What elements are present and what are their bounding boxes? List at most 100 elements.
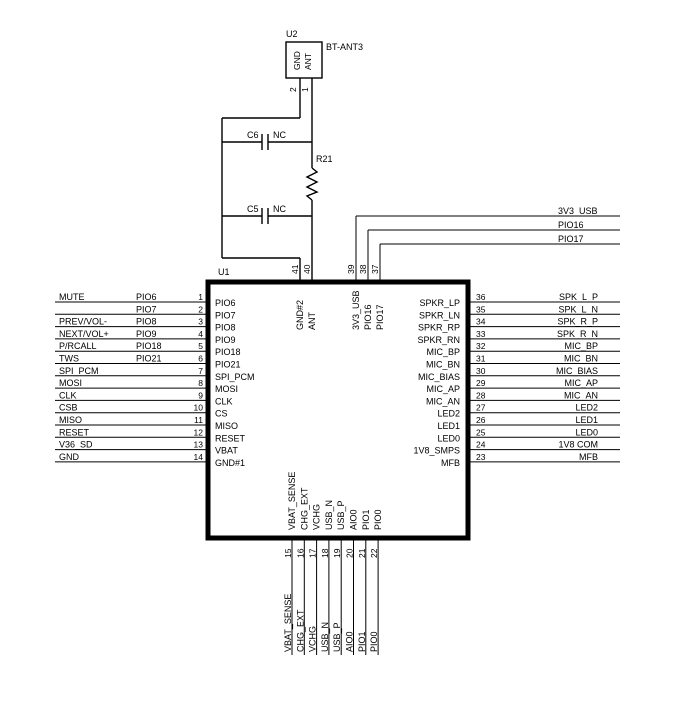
right-pin-name: 1V8_SMPS xyxy=(413,446,460,456)
top-pin-number: 37 xyxy=(370,264,380,274)
bottom-net-label: USB_P xyxy=(332,622,342,652)
left-signal-label: PIO21 xyxy=(136,354,162,364)
left-net-label: NEXT/VOL+ xyxy=(59,329,109,339)
bottom-net-label: VBAT_SENSE xyxy=(283,594,293,652)
antenna-pin2-num: 2 xyxy=(288,87,298,92)
right-pin-number: 33 xyxy=(476,329,486,339)
left-pin-name: PIO18 xyxy=(215,347,241,357)
bottom-net-label: CHG_EXT xyxy=(295,609,305,652)
right-pin-number: 28 xyxy=(476,390,486,400)
left-pin-name: PIO7 xyxy=(215,310,236,320)
right-net-label: MIC_AN xyxy=(564,390,598,400)
left-pin-name: PIO21 xyxy=(215,360,241,370)
top-pins: 41GND#240ANT393V3_USB38PIO1637PIO173V3_U… xyxy=(290,206,620,330)
left-pin-number: 4 xyxy=(198,329,203,339)
left-pin-number: 2 xyxy=(198,304,203,314)
bottom-pin-name: VBAT_SENSE xyxy=(287,472,297,530)
right-pin-number: 23 xyxy=(476,452,486,462)
left-net-label: CLK xyxy=(59,390,77,400)
bottom-pin-name: PIO1 xyxy=(361,509,371,530)
right-pin-name: MIC_BN xyxy=(426,360,460,370)
left-pin-name: PIO8 xyxy=(215,323,236,333)
bottom-net-label: PIO0 xyxy=(369,631,379,652)
right-pin-name: MIC_BP xyxy=(426,347,460,357)
top-net-label: PIO16 xyxy=(558,220,584,230)
capacitor-c5: C5 NC xyxy=(222,204,312,224)
right-net-label: 1V8 COM xyxy=(558,440,598,450)
antenna-name: BT-ANT3 xyxy=(326,42,363,52)
right-pin-number: 24 xyxy=(476,440,486,450)
right-pin-number: 35 xyxy=(476,304,486,314)
top-pin-name: PIO17 xyxy=(375,304,385,330)
left-signal-label: PIO9 xyxy=(136,329,157,339)
left-pin-number: 6 xyxy=(198,354,203,364)
left-net-label: GND xyxy=(59,452,80,462)
right-pin-number: 34 xyxy=(476,317,486,327)
bottom-pin-name: CHG_EXT xyxy=(299,487,309,530)
left-net-label: P/RCALL xyxy=(59,341,97,351)
antenna-pin1-num: 1 xyxy=(300,87,310,92)
antenna-pin-gnd: GND xyxy=(292,51,302,70)
left-pin-name: MOSI xyxy=(215,384,238,394)
right-pin-name: LED1 xyxy=(437,421,460,431)
top-pin-name: 3V3_USB xyxy=(351,290,361,330)
left-pin-number: 10 xyxy=(194,403,204,413)
top-pin-number: 39 xyxy=(346,264,356,274)
capacitor-c6: C6 NC xyxy=(222,130,312,150)
right-net-label: SPK_L_P xyxy=(559,292,598,302)
bottom-net-label: PIO1 xyxy=(357,631,367,652)
right-pin-name: SPKR_RN xyxy=(417,335,460,345)
left-pin-number: 1 xyxy=(198,292,203,302)
left-net-label: MISO xyxy=(59,415,82,425)
left-pin-name: MISO xyxy=(215,421,238,431)
left-net-label: CSB xyxy=(59,403,78,413)
right-pin-number: 29 xyxy=(476,378,486,388)
left-signal-label: PIO18 xyxy=(136,341,162,351)
top-net-label: PIO17 xyxy=(558,234,584,244)
top-net-label: 3V3_USB xyxy=(558,206,598,216)
right-pin-number: 26 xyxy=(476,415,486,425)
antenna-body xyxy=(285,41,323,79)
left-pin-number: 13 xyxy=(194,440,204,450)
r21-zigzag xyxy=(305,167,319,201)
left-pin-name: PIO9 xyxy=(215,335,236,345)
bottom-pin-name: VCHG xyxy=(312,504,322,530)
right-net-label: LED0 xyxy=(575,427,598,437)
bottom-pin-number: 16 xyxy=(295,548,305,558)
top-pin-number: 40 xyxy=(302,264,312,274)
right-pin-number: 36 xyxy=(476,292,486,302)
bottom-pin-number: 19 xyxy=(332,548,342,558)
left-net-label: RESET xyxy=(59,427,90,437)
right-net-label: MIC_AP xyxy=(564,378,598,388)
right-net-label: MIC_BP xyxy=(564,341,598,351)
antenna-wiring xyxy=(221,78,313,280)
chip-u1-body xyxy=(205,279,471,541)
bottom-pin-name: USB_P xyxy=(336,500,346,530)
left-pin-number: 11 xyxy=(194,415,203,425)
left-pin-number: 9 xyxy=(198,390,203,400)
left-pin-number: 7 xyxy=(198,366,203,376)
right-pin-name: MFB xyxy=(441,458,460,468)
right-net-label: SPK_R_P xyxy=(557,317,598,327)
bottom-pin-number: 22 xyxy=(369,548,379,558)
right-pin-name: LED0 xyxy=(437,433,460,443)
left-pin-number: 12 xyxy=(194,427,204,437)
right-pin-number: 31 xyxy=(476,354,486,364)
right-net-label: MIC_BN xyxy=(564,354,598,364)
left-signal-label: PIO6 xyxy=(136,292,157,302)
left-pin-name: PIO6 xyxy=(215,298,236,308)
bottom-pin-name: AIO0 xyxy=(349,509,359,530)
right-pin-name: SPKR_LN xyxy=(419,310,460,320)
c5-ref: C5 xyxy=(247,204,259,214)
right-net-label: SPK_L_N xyxy=(558,304,598,314)
right-pin-name: SPKR_RP xyxy=(418,323,460,333)
c6-val: NC xyxy=(273,130,286,140)
bottom-pin-number: 17 xyxy=(308,548,318,558)
top-pin-number: 38 xyxy=(358,264,368,274)
top-pin-number: 41 xyxy=(290,264,300,274)
bottom-net-label: VCHG xyxy=(308,626,318,652)
antenna-pin-ant: ANT xyxy=(303,53,313,70)
